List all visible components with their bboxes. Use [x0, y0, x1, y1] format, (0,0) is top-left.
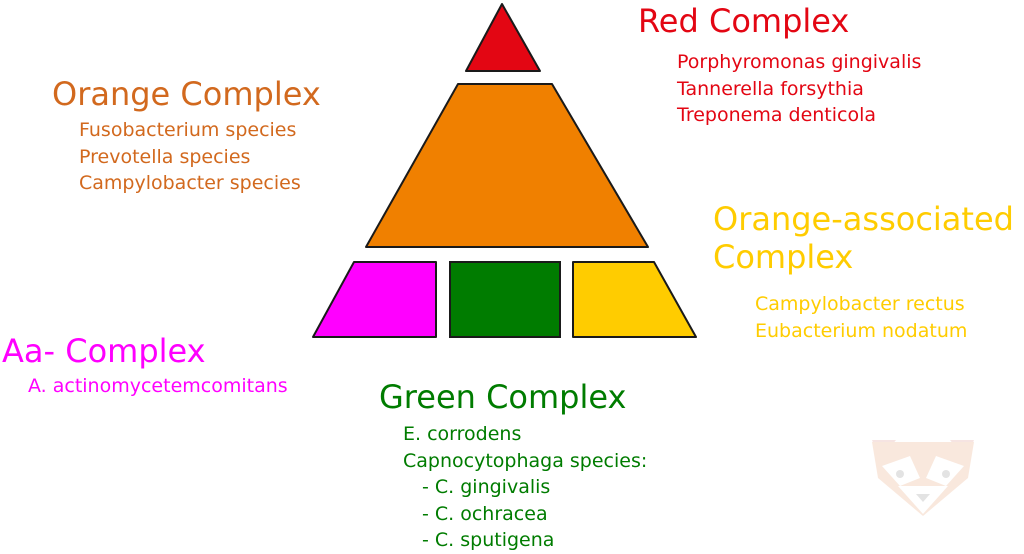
red-complex-segment [465, 3, 541, 72]
red-complex-species-list: Porphyromonas gingivalis Tannerella fors… [677, 49, 921, 129]
red-complex-title: Red Complex [638, 2, 850, 40]
species-item: - C. ochracea [422, 502, 548, 525]
species-item: Capnocytophaga species: [403, 449, 648, 472]
species-item: Fusobacterium species [79, 119, 297, 141]
species-item: Treponema denticola [677, 104, 877, 126]
species-item: A. actinomycetemcomitans [28, 375, 288, 397]
orange-complex-species-list: Fusobacterium species Prevotella species… [79, 117, 301, 197]
species-item: Porphyromonas gingivalis [677, 51, 922, 73]
species-item: E. corrodens [403, 423, 522, 445]
species-item: Campylobacter species [79, 172, 301, 194]
green-complex-segment [449, 261, 561, 338]
orange-associated-title-line1: Orange-associated [713, 200, 1014, 238]
species-item: Prevotella species [79, 145, 251, 168]
green-complex-species-list: E. corrodens Capnocytophaga species: - C… [403, 421, 647, 554]
orange-complex-title: Orange Complex [52, 75, 321, 113]
species-item: - C. gingivalis [422, 476, 551, 498]
orange-associated-complex-segment [572, 261, 697, 338]
aa-complex-species-list: A. actinomycetemcomitans [28, 373, 288, 400]
species-item: - C. sputigena [422, 529, 555, 551]
orange-complex-segment [365, 83, 649, 248]
species-item: Tannerella forsythia [677, 77, 864, 100]
species-item: Campylobacter rectus [755, 293, 965, 315]
aa-complex-title: Aa- Complex [2, 332, 206, 370]
orange-associated-title-line2: Complex [713, 238, 854, 276]
orange-associated-complex-title: Orange-associated Complex [713, 200, 1014, 276]
green-complex-title: Green Complex [379, 378, 627, 416]
species-item: Eubacterium nodatum [755, 319, 968, 342]
red-panda-logo-icon [872, 440, 974, 516]
aa-complex-segment [312, 261, 437, 338]
orange-associated-complex-species-list: Campylobacter rectus Eubacterium nodatum [755, 291, 967, 344]
